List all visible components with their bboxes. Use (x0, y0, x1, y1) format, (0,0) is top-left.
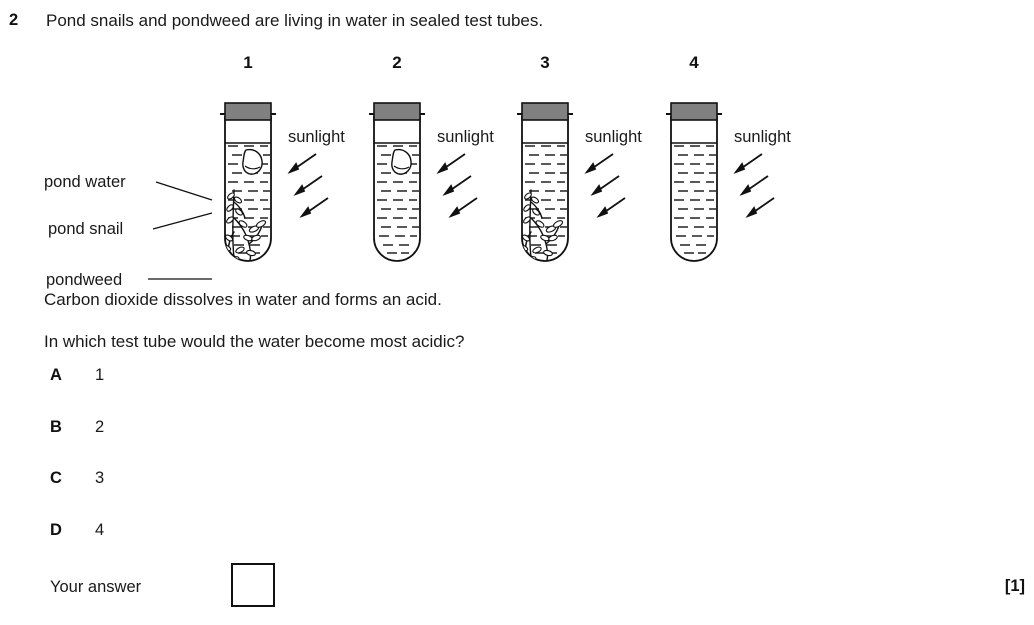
test-tube-4 (664, 98, 724, 266)
marks-indicator: [1] (1004, 577, 1025, 595)
question-stem: Pond snails and pondweed are living in w… (46, 11, 544, 30)
option-row-c[interactable]: C 3 (0, 469, 400, 521)
test-tube-group-3: 3 sunlight (499, 48, 659, 278)
test-tube-1 (218, 98, 278, 266)
pond-snail-illustration (242, 148, 263, 175)
label-pond-snail: pond snail (48, 220, 124, 238)
test-tube-group-1: 1 (202, 48, 362, 278)
option-text-b: 2 (95, 417, 105, 436)
option-row-a[interactable]: A 1 (0, 366, 400, 418)
sunlight-arrows-2 (436, 153, 478, 218)
sunlight-label-3: sunlight (585, 128, 642, 146)
option-letter-c: C (50, 469, 62, 487)
test-tube-3 (515, 98, 575, 266)
test-tube-number-2: 2 (392, 53, 402, 72)
option-letter-d: D (50, 520, 62, 539)
test-tube-group-2: 2 sunlight (351, 48, 511, 278)
your-answer-label: Your answer (50, 578, 142, 596)
option-text-c: 3 (95, 469, 105, 487)
test-tube-number-1: 1 (243, 53, 253, 72)
sunlight-label-4: sunlight (734, 128, 791, 146)
sunlight-label-2: sunlight (437, 128, 494, 146)
sunlight-arrows-1 (287, 153, 329, 218)
label-pond-water: pond water (44, 173, 126, 191)
test-tube-diagram: pond water pond snail pondweed 1 (0, 48, 1034, 289)
sunlight-arrows-3 (584, 153, 626, 218)
answer-options-list: A 1 B 2 C 3 D 4 (0, 366, 400, 572)
pond-snail-illustration (391, 148, 412, 175)
test-tube-number-4: 4 (689, 53, 699, 72)
option-row-d[interactable]: D 4 (0, 521, 400, 573)
option-text-d: 4 (95, 520, 105, 539)
diagram-side-labels: pond water pond snail pondweed (0, 96, 215, 326)
option-text-a: 1 (95, 366, 105, 384)
sunlight-label-1: sunlight (288, 128, 345, 146)
label-pondweed: pondweed (46, 271, 123, 289)
test-tube-number-3: 3 (540, 53, 550, 72)
option-letter-a: A (50, 366, 62, 384)
answer-input-box[interactable] (231, 563, 275, 607)
question-number: 2 (9, 11, 19, 29)
option-letter-b: B (50, 417, 62, 436)
sunlight-arrows-4 (733, 153, 775, 218)
test-tube-2 (367, 98, 427, 266)
statement-text: Carbon dioxide dissolves in water and fo… (44, 290, 442, 309)
prompt-text: In which test tube would the water becom… (44, 332, 465, 351)
test-tube-group-4: 4 sunlight (648, 48, 808, 278)
option-row-b[interactable]: B 2 (0, 418, 400, 470)
